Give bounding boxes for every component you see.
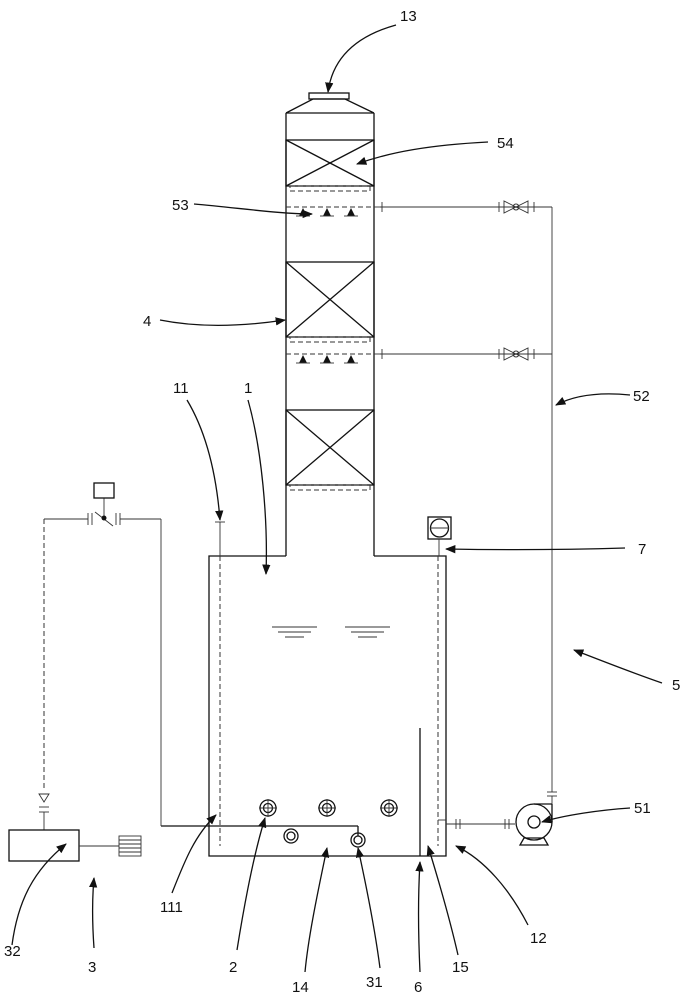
leader-11 xyxy=(186,399,224,522)
leader-6 xyxy=(415,860,424,973)
label-5: 5 xyxy=(672,677,680,694)
recirculation-loop xyxy=(380,200,557,846)
label-111: 111 xyxy=(160,899,183,916)
leader-51 xyxy=(541,807,631,824)
label-3: 3 xyxy=(88,959,96,976)
leader-7 xyxy=(444,545,626,554)
spray-header-top xyxy=(286,206,380,217)
tower-top-cone xyxy=(285,98,375,114)
motor-icon xyxy=(118,835,142,857)
label-11: 11 xyxy=(173,380,189,397)
leader-32 xyxy=(11,843,67,946)
leader-12 xyxy=(455,845,529,926)
label-52: 52 xyxy=(633,388,650,405)
gas-supply-line xyxy=(8,482,162,862)
label-15: 15 xyxy=(452,959,469,976)
spray-nozzle-icon xyxy=(320,355,334,364)
leader-2 xyxy=(236,817,267,951)
aerator-icon xyxy=(380,799,398,817)
level-gauge xyxy=(427,516,452,556)
absorption-tower xyxy=(285,92,380,556)
leader-54 xyxy=(356,141,489,165)
spray-nozzle-icon xyxy=(296,208,310,217)
spray-header-middle xyxy=(286,353,380,364)
label-4: 4 xyxy=(143,313,151,330)
check-valve-icon xyxy=(38,793,50,830)
packing-layer-middle xyxy=(285,261,375,338)
aerator-icon xyxy=(318,799,336,817)
packing-layer-bottom xyxy=(285,409,375,486)
labels: 13 54 53 4 11 1 52 7 5 51 12 15 6 31 14 … xyxy=(4,8,680,996)
spray-nozzle-icon xyxy=(344,208,358,217)
lower-distributor xyxy=(161,825,366,848)
diffuser-icon xyxy=(283,828,299,844)
leader-3 xyxy=(89,876,98,949)
leader-53 xyxy=(193,203,314,219)
aerator-icon xyxy=(259,799,277,817)
support-grid-top xyxy=(289,185,371,192)
label-54: 54 xyxy=(497,135,514,152)
label-6: 6 xyxy=(414,979,422,996)
pump-icon xyxy=(515,803,553,846)
spray-nozzle-icon xyxy=(344,355,358,364)
leader-13 xyxy=(325,24,397,94)
leader-111 xyxy=(171,814,217,894)
support-grid-middle xyxy=(289,336,371,343)
label-7: 7 xyxy=(638,541,646,558)
gate-valve-icon xyxy=(503,200,529,214)
leader-52 xyxy=(555,393,631,406)
liquid-level-mark xyxy=(272,626,317,638)
control-valve-icon xyxy=(87,482,121,527)
reaction-tank xyxy=(208,521,447,857)
leader-4 xyxy=(159,317,287,326)
liquid-level-mark xyxy=(345,626,390,638)
leader-15 xyxy=(426,845,459,956)
label-1: 1 xyxy=(244,380,252,397)
leader-1 xyxy=(247,399,271,576)
leader-5 xyxy=(573,649,663,684)
support-grid-bottom xyxy=(289,484,371,491)
label-51: 51 xyxy=(634,800,651,817)
label-32: 32 xyxy=(4,943,21,960)
label-53: 53 xyxy=(172,197,189,214)
aerator-row xyxy=(259,799,398,817)
leader-14 xyxy=(304,846,330,973)
leader-31 xyxy=(355,846,381,969)
label-13: 13 xyxy=(400,8,417,25)
spray-nozzle-icon xyxy=(296,355,310,364)
label-12: 12 xyxy=(530,930,547,947)
tower-outlet-flange xyxy=(308,92,350,100)
spray-nozzle-icon xyxy=(320,208,334,217)
label-31: 31 xyxy=(366,974,383,991)
label-2: 2 xyxy=(229,959,237,976)
gate-valve-icon xyxy=(503,347,529,361)
gas-generator-box xyxy=(8,829,80,862)
label-14: 14 xyxy=(292,979,309,996)
leader-arrows xyxy=(11,24,663,973)
